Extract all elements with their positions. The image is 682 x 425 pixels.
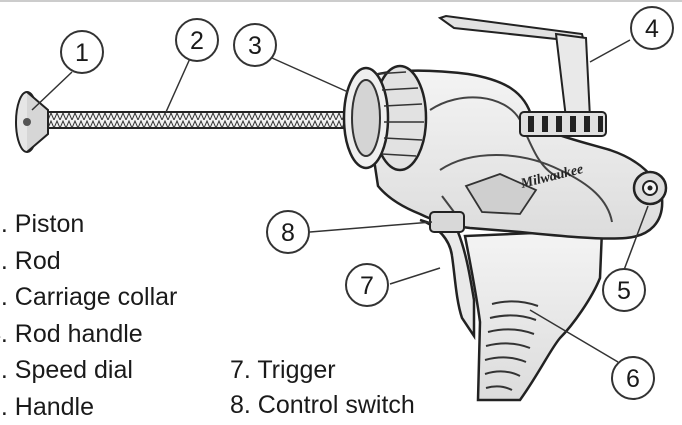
callout-label: 7 [360, 272, 374, 300]
callout-6: 6 [612, 357, 654, 399]
callout-label: 5 [617, 277, 631, 305]
callout-label: 6 [626, 365, 640, 393]
handle [465, 230, 602, 400]
legend-carriage-collar: 3. Carriage collar [0, 285, 177, 310]
speed-dial [634, 172, 666, 204]
legend-speed-dial: 5. Speed dial [0, 358, 133, 383]
callout-1: 1 [61, 31, 103, 73]
callout-label: 4 [645, 15, 659, 43]
carriage-collar [344, 66, 426, 170]
callout-label: 8 [281, 219, 295, 247]
callout-label: 1 [75, 39, 89, 67]
callout-2: 2 [176, 19, 218, 61]
callout-7: 7 [346, 264, 388, 306]
rod [44, 112, 380, 128]
callout-8: 8 [267, 211, 309, 253]
legend-rod-handle: 4. Rod handle [0, 322, 143, 347]
legend-piston: 1. Piston [0, 212, 84, 237]
callout-label: 3 [248, 32, 262, 60]
piston [16, 92, 48, 152]
callout-label: 2 [190, 27, 204, 55]
legend-trigger: 7. Trigger [230, 358, 336, 383]
legend-handle: 6. Handle [0, 395, 94, 420]
legend-control-switch: 8. Control switch [230, 393, 415, 418]
control-switch [430, 212, 464, 232]
callout-5: 5 [603, 269, 645, 311]
legend-rod: 2. Rod [0, 249, 61, 274]
callout-4: 4 [631, 7, 673, 49]
callout-3: 3 [234, 24, 276, 66]
